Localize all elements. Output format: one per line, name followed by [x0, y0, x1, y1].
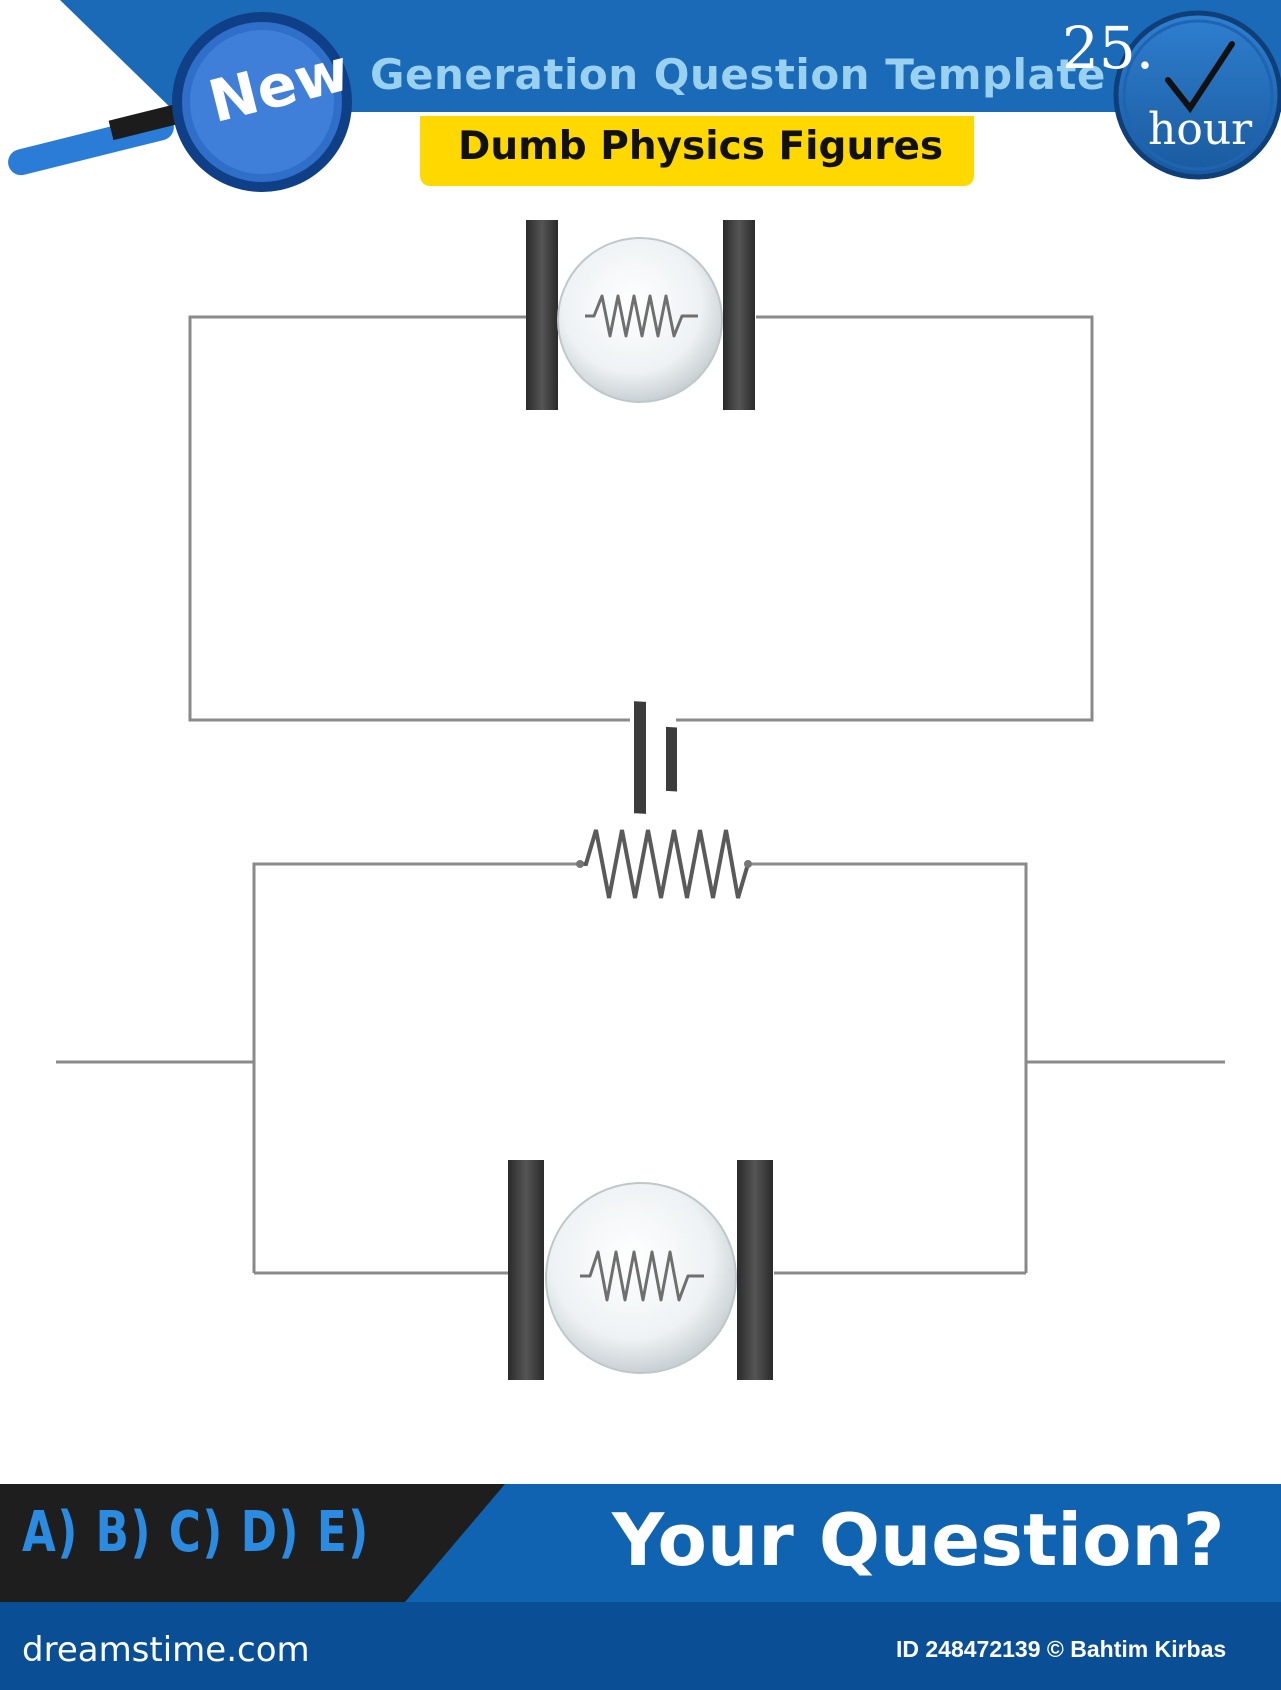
resistor: [576, 829, 752, 899]
clock-number: 25.: [1062, 14, 1155, 82]
watermark-site: dreamstime.com: [22, 1630, 310, 1670]
clock-unit: hour: [1148, 104, 1253, 155]
circuit-2-wire: [56, 862, 1225, 1275]
lamp: [508, 1160, 773, 1380]
lamp: [526, 220, 755, 410]
image-credit: ID 248472139 © Bahtim Kirbas: [896, 1636, 1227, 1662]
header-band: [60, 0, 1281, 112]
battery: [634, 701, 677, 814]
magnifier-icon: [8, 12, 352, 192]
circuit-2: [56, 829, 1225, 1380]
answer-options: A) B) C) D) E): [22, 1500, 370, 1565]
watermark-band: [0, 1602, 1281, 1690]
subtitle-badge: [420, 116, 974, 186]
page-subtitle: Dumb Physics Figures: [458, 124, 944, 169]
circuit-1: [188, 220, 1094, 814]
circuit-1-wire: [188, 315, 1094, 722]
page-title: Generation Question Template: [370, 50, 1106, 99]
clock-icon: [1113, 10, 1281, 180]
question-prompt: Your Question?: [612, 1498, 1225, 1582]
answer-band: [0, 1484, 505, 1602]
